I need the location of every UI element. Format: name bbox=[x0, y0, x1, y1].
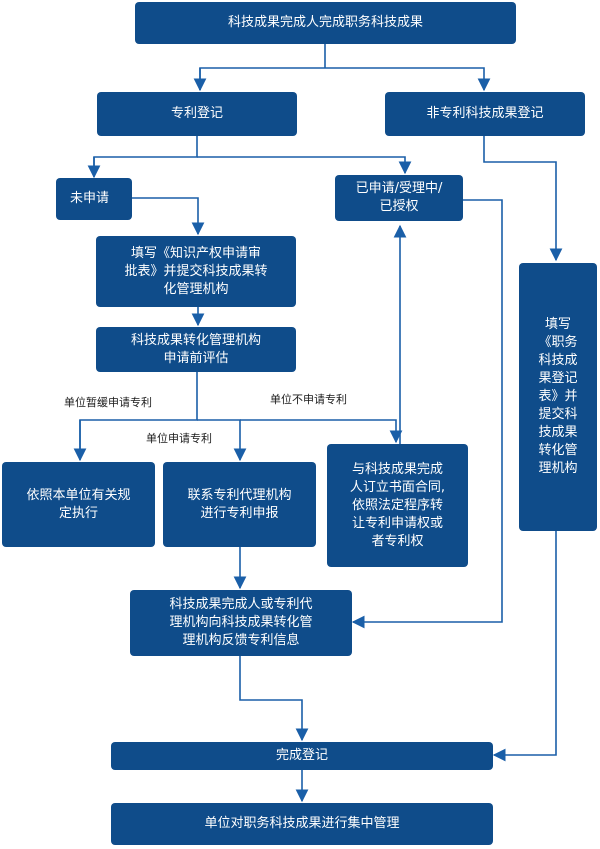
node-unit-rule: 依照本单位有关规 定执行 bbox=[2, 462, 155, 547]
node-not-applied: 未申请 bbox=[56, 178, 132, 220]
edge-patent-split bbox=[93, 136, 198, 176]
node-patent: 专利登记 bbox=[97, 92, 297, 136]
edge-form2-to-complete bbox=[492, 531, 557, 762]
node-feedback: 科技成果完成人或专利代 理机构向科技成果转化管 理机构反馈专利信息 bbox=[130, 590, 352, 656]
node-fill-form2: 填写 《职务 科技成 果登记 表》并 提交科 技成果 转化管 理机构 bbox=[519, 263, 597, 531]
node-agency: 联系专利代理机构 进行专利申报 bbox=[163, 462, 316, 547]
edge-feedback-to-complete bbox=[239, 656, 309, 742]
node-top: 科技成果完成人完成职务科技成果 bbox=[135, 2, 516, 44]
node-manage: 单位对职务科技成果进行集中管理 bbox=[111, 803, 493, 845]
edge-patent-to-applied bbox=[197, 156, 412, 175]
edge-label-postpone: 单位暂缓申请专利 bbox=[64, 396, 152, 409]
node-fill-form: 填写《知识产权申请审 批表》并提交科技成果转 化管理机构 bbox=[96, 236, 296, 307]
edge-top-split bbox=[199, 44, 484, 90]
node-non-patent: 非专利科技成果登记 bbox=[385, 92, 585, 136]
edge-label-no-apply: 单位不申请专利 bbox=[270, 393, 347, 406]
edge-label-apply: 单位申请专利 bbox=[146, 432, 212, 445]
node-eval: 科技成果转化管理机构 申请前评估 bbox=[96, 327, 296, 372]
edge-eval-to-contract bbox=[240, 419, 403, 444]
node-complete: 完成登记 bbox=[111, 742, 493, 770]
edge-notapplied-to-form bbox=[132, 197, 205, 236]
edge-nonpatent-to-form2 bbox=[483, 136, 563, 262]
edge-applied-to-feedback bbox=[351, 199, 503, 629]
node-contract: 与科技成果完成 人订立书面合同, 依照法定程序转 让专利申请权或 者专利权 bbox=[327, 444, 468, 567]
node-applied: 已申请/受理中/ 已授权 bbox=[335, 175, 463, 221]
